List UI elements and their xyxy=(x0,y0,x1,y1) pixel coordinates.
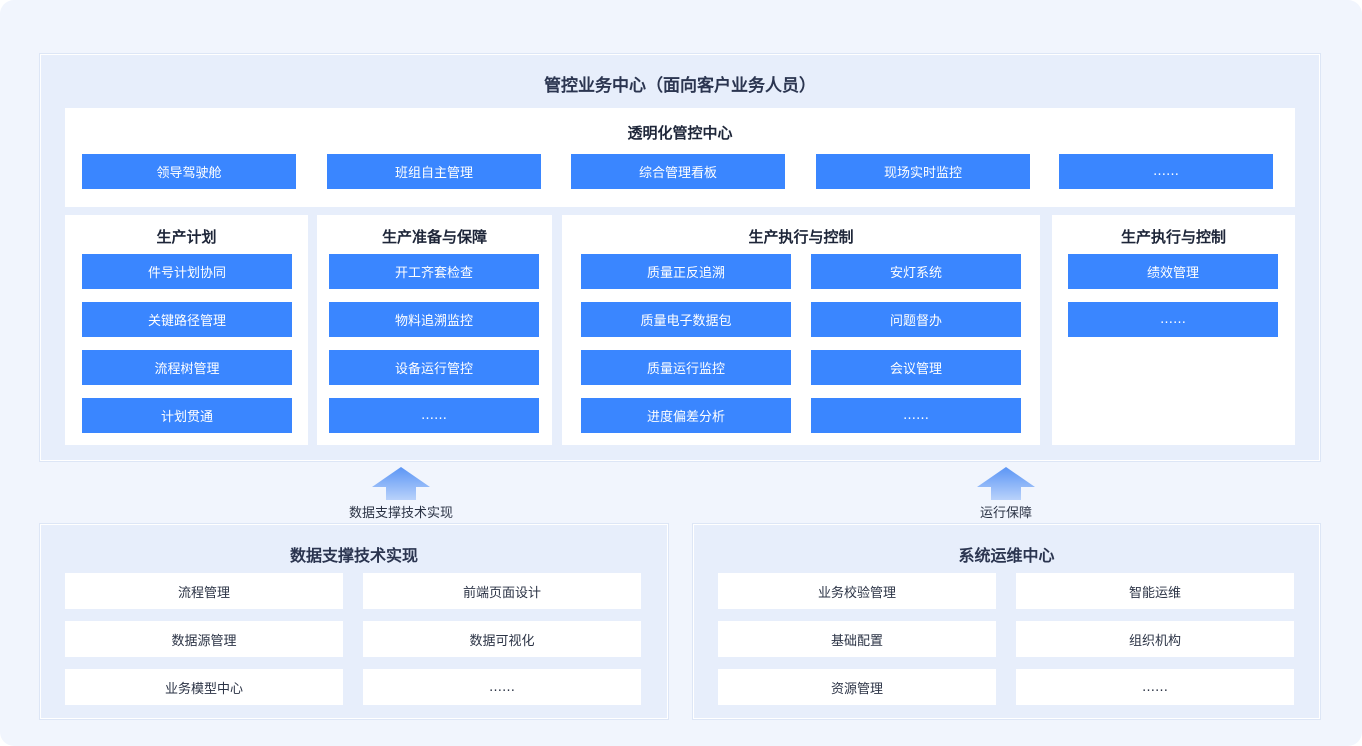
data-support-panel: 数据支撑技术实现 流程管理 前端页面设计 数据源管理 数据可视化 业务模型中心 … xyxy=(40,524,668,719)
transparency-center-box: 透明化管控中心 领导驾驶舱 班组自主管理 综合管理看板 现场实时监控 …… xyxy=(65,108,1295,207)
prep-item[interactable]: …… xyxy=(329,398,539,433)
ops-center-item[interactable]: 业务校验管理 xyxy=(718,573,996,609)
up-arrow-icon xyxy=(977,467,1035,500)
plan-item[interactable]: 件号计划协同 xyxy=(82,254,292,289)
ops-center-item[interactable]: …… xyxy=(1016,669,1294,705)
production-prep-title: 生产准备与保障 xyxy=(381,228,487,246)
data-support-item[interactable]: 数据可视化 xyxy=(363,621,641,657)
plan-item[interactable]: 关键路径管理 xyxy=(82,302,292,337)
control-business-center-panel: 管控业务中心（面向客户业务人员） 透明化管控中心 领导驾驶舱 班组自主管理 综合… xyxy=(40,54,1320,461)
operation-guarantee-arrow-label: 运行保障 xyxy=(979,506,1032,521)
exec-item[interactable]: 会议管理 xyxy=(811,350,1021,385)
exec2-item[interactable]: …… xyxy=(1068,302,1278,337)
plan-item[interactable]: 计划贯通 xyxy=(82,398,292,433)
exec-item[interactable]: 安灯系统 xyxy=(811,254,1021,289)
exec2-item[interactable]: 绩效管理 xyxy=(1068,254,1278,289)
prep-item[interactable]: 物料追溯监控 xyxy=(329,302,539,337)
transparency-item[interactable]: 现场实时监控 xyxy=(816,154,1030,189)
transparency-item[interactable]: 综合管理看板 xyxy=(571,154,785,189)
transparency-center-title: 透明化管控中心 xyxy=(627,124,733,142)
ops-center-title: 系统运维中心 xyxy=(958,546,1055,565)
transparency-item[interactable]: 领导驾驶舱 xyxy=(82,154,296,189)
data-support-item[interactable]: 数据源管理 xyxy=(65,621,343,657)
data-support-arrow-label: 数据支撑技术实现 xyxy=(348,506,453,521)
production-exec-title: 生产执行与控制 xyxy=(748,228,854,246)
plan-item[interactable]: 流程树管理 xyxy=(82,350,292,385)
exec-item[interactable]: 进度偏差分析 xyxy=(581,398,791,433)
data-support-item[interactable]: …… xyxy=(363,669,641,705)
transparency-item[interactable]: …… xyxy=(1059,154,1273,189)
exec-item[interactable]: 问题督办 xyxy=(811,302,1021,337)
exec-item[interactable]: …… xyxy=(811,398,1021,433)
ops-center-item[interactable]: 组织机构 xyxy=(1016,621,1294,657)
control-business-center-title: 管控业务中心（面向客户业务人员） xyxy=(544,76,816,96)
data-support-item[interactable]: 业务模型中心 xyxy=(65,669,343,705)
production-prep-box: 生产准备与保障 开工齐套检查 物料追溯监控 设备运行管控 …… xyxy=(317,215,552,445)
production-exec-box: 生产执行与控制 质量正反追溯 质量电子数据包 质量运行监控 进度偏差分析 安灯系… xyxy=(562,215,1040,445)
production-plan-box: 生产计划 件号计划协同 关键路径管理 流程树管理 计划贯通 xyxy=(65,215,308,445)
data-support-item[interactable]: 流程管理 xyxy=(65,573,343,609)
data-support-title: 数据支撑技术实现 xyxy=(289,546,418,565)
production-exec-2-title: 生产执行与控制 xyxy=(1120,228,1226,246)
prep-item[interactable]: 开工齐套检查 xyxy=(329,254,539,289)
prep-item[interactable]: 设备运行管控 xyxy=(329,350,539,385)
exec-item[interactable]: 质量正反追溯 xyxy=(581,254,791,289)
up-arrow-icon xyxy=(372,467,430,500)
exec-item[interactable]: 质量电子数据包 xyxy=(581,302,791,337)
ops-center-item[interactable]: 资源管理 xyxy=(718,669,996,705)
transparency-item[interactable]: 班组自主管理 xyxy=(327,154,541,189)
production-exec-2-box: 生产执行与控制 绩效管理 …… xyxy=(1052,215,1295,445)
data-support-item[interactable]: 前端页面设计 xyxy=(363,573,641,609)
ops-center-item[interactable]: 基础配置 xyxy=(718,621,996,657)
ops-center-item[interactable]: 智能运维 xyxy=(1016,573,1294,609)
ops-center-panel: 系统运维中心 业务校验管理 智能运维 基础配置 组织机构 资源管理 …… xyxy=(693,524,1320,719)
production-plan-title: 生产计划 xyxy=(156,228,217,246)
exec-item[interactable]: 质量运行监控 xyxy=(581,350,791,385)
